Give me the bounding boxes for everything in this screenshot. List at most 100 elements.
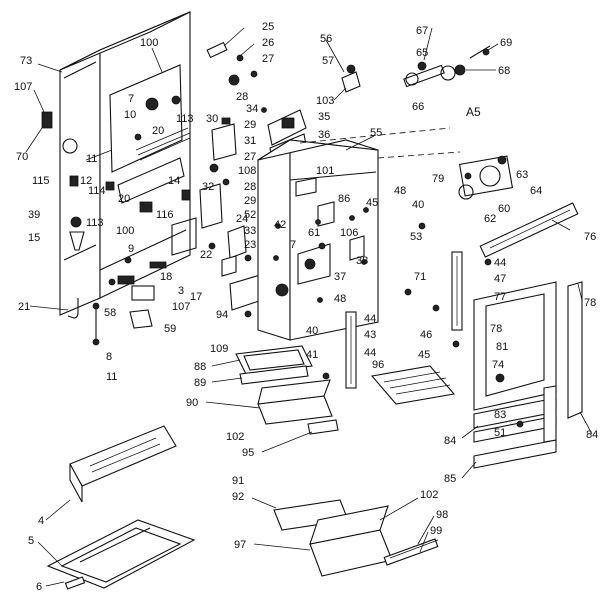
- callout-113-lower: 113: [86, 217, 104, 229]
- callout-62: 62: [484, 213, 496, 225]
- callout-83: 83: [494, 409, 506, 421]
- callout-77: 77: [494, 291, 506, 303]
- vertical-shelf-rails: [322, 222, 492, 389]
- callout-95: 95: [242, 447, 254, 459]
- callout-31: 31: [244, 135, 256, 147]
- door-gasket-frame: [473, 281, 583, 469]
- callout-45: 45: [366, 197, 378, 209]
- callout-23: 33: [244, 225, 256, 237]
- callout-27-lower: 27: [244, 151, 256, 163]
- callout-78: 78: [584, 297, 596, 309]
- callout-41: 41: [306, 349, 318, 361]
- lower-grille-4: [69, 425, 177, 503]
- callout-53: 53: [410, 231, 422, 243]
- callout-6: 6: [36, 581, 42, 593]
- callout-99: 99: [430, 525, 442, 537]
- callout-55: 55: [370, 127, 382, 139]
- callout-81: 81: [496, 341, 508, 353]
- callout-78-lower: 78: [490, 323, 502, 335]
- shelf-88-89: [235, 345, 313, 385]
- callout-17: 17: [190, 291, 202, 303]
- callout-7: 7: [128, 93, 134, 105]
- callout-26: 26: [262, 37, 274, 49]
- leader-lines: [25, 27, 593, 587]
- callout-88: 88: [194, 361, 206, 373]
- callout-44-lowest: 44: [364, 347, 376, 359]
- callout-113: 113: [176, 113, 194, 125]
- callout-60: 60: [498, 203, 510, 215]
- callout-52: 52: [244, 209, 256, 221]
- callout-58: 58: [104, 307, 116, 319]
- callout-32: 32: [202, 181, 214, 193]
- callout-44: 44: [494, 257, 506, 269]
- callout-15: 15: [28, 232, 40, 244]
- callout-28-lower: 28: [244, 181, 256, 193]
- callout-97: 97: [234, 539, 246, 551]
- callout-27: 27: [262, 53, 274, 65]
- callout-11: 11: [86, 153, 97, 165]
- callout-109: 109: [210, 343, 228, 355]
- callout-34: 34: [246, 103, 258, 115]
- callout-108: 108: [238, 165, 256, 177]
- callout-3: 3: [178, 285, 184, 297]
- tube-assembly: [479, 202, 579, 258]
- callout-47: 47: [494, 273, 506, 285]
- callout-69: 69: [500, 37, 512, 49]
- callout-68: 68: [498, 65, 510, 77]
- callout-42: 42: [274, 219, 286, 231]
- callout-65: 65: [416, 47, 428, 59]
- callout-29: 29: [244, 119, 256, 131]
- callout-107: 107: [14, 81, 32, 93]
- callout-98: 98: [436, 509, 448, 521]
- callout-21: 21: [18, 301, 30, 313]
- callout-40: 40: [412, 199, 424, 211]
- callout-107-lower: 107: [172, 301, 190, 313]
- callout-18: 18: [160, 271, 172, 283]
- callout-11-lower: 11: [106, 371, 117, 383]
- callout-4: 4: [38, 515, 44, 527]
- callout-59: 59: [164, 323, 176, 335]
- callout-45-lower: 45: [418, 349, 430, 361]
- callout-100: 100: [140, 37, 158, 49]
- callout-43: 43: [364, 329, 376, 341]
- callout-73: 73: [20, 55, 32, 67]
- callout-20-lower: 20: [118, 193, 130, 205]
- callout-22: 22: [200, 249, 212, 261]
- callout-102: 102: [226, 431, 244, 443]
- callout-36: 36: [318, 129, 330, 141]
- callout-37: 37: [334, 271, 346, 283]
- callout-48: 48: [394, 185, 406, 197]
- callout-35: 35: [318, 111, 330, 123]
- callout-115: 115: [32, 175, 50, 187]
- callout-20: 20: [152, 125, 164, 137]
- drawer-90: [257, 379, 339, 435]
- callout-70: 70: [16, 151, 28, 163]
- callout-94: 94: [216, 309, 228, 321]
- left-shelf-supports: [67, 157, 197, 346]
- callout-61: 61: [308, 227, 320, 239]
- callout-8: 8: [106, 351, 112, 363]
- center-small-parts: [199, 41, 267, 318]
- callout-labels: 73 107 70 100 7 10 113 20 11 12 115 114 …: [14, 21, 598, 593]
- callout-76: 76: [584, 231, 596, 243]
- shelf-96: [370, 365, 456, 405]
- callout-10: 10: [124, 109, 136, 121]
- callout-91: 91: [232, 475, 244, 487]
- callout-40-lower: 40: [306, 325, 318, 337]
- fan-motor-parts: [403, 45, 514, 200]
- callout-28: 28: [236, 91, 248, 103]
- callout-5: 5: [28, 535, 34, 547]
- callout-92: 92: [232, 491, 244, 503]
- callout-116: 116: [156, 209, 174, 221]
- callout-74: 74: [492, 359, 504, 371]
- callout-56: 56: [320, 33, 332, 45]
- callout-51: 51: [494, 427, 506, 439]
- callout-48-lower: 48: [334, 293, 346, 305]
- callout-71: 71: [414, 271, 426, 283]
- callout-24: 23: [244, 239, 256, 251]
- callout-57: 57: [322, 55, 334, 67]
- callout-102-lower: 102: [420, 489, 438, 501]
- callout-90: 90: [186, 397, 198, 409]
- evaporator-cover: [109, 64, 191, 173]
